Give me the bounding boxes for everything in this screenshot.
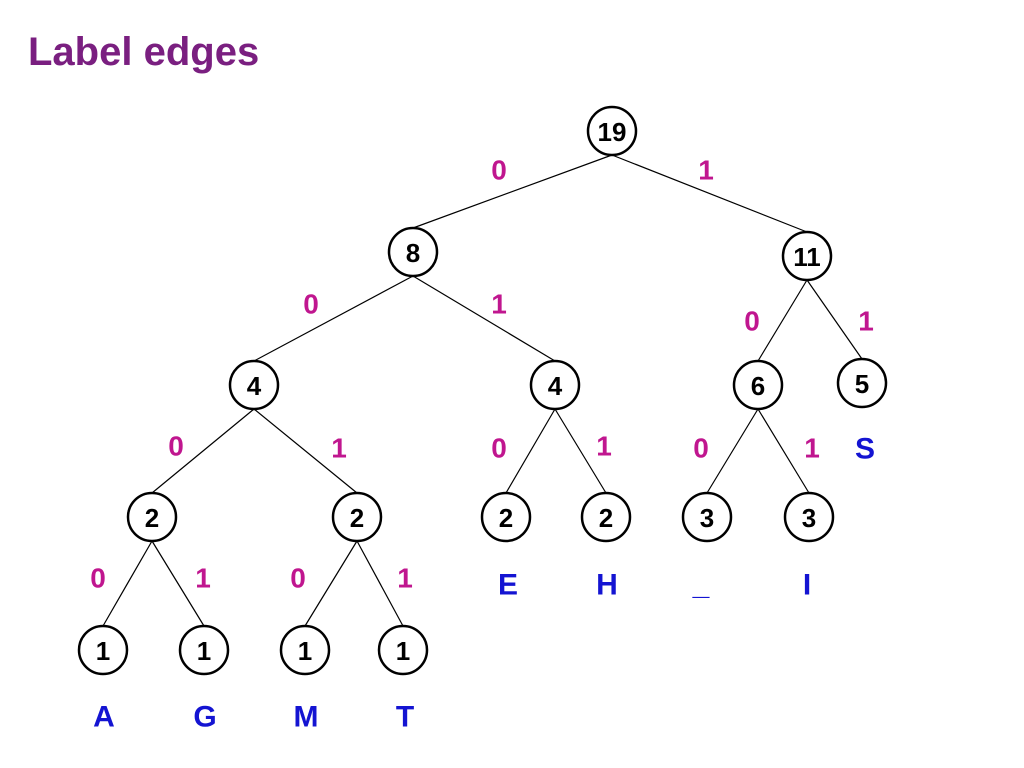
node-weight-n8: 8 <box>406 238 420 268</box>
tree-edge-n2b-nT <box>356 540 404 627</box>
leaf-symbol-nT: T <box>396 701 414 734</box>
node-weight-nSpace: 3 <box>700 503 714 533</box>
node-weight-nH: 2 <box>599 503 613 533</box>
tree-node-nG: 1 <box>178 624 230 676</box>
leaf-symbol-nSpace: _ <box>692 569 710 602</box>
tree-edge-n6-nSpace <box>706 408 759 494</box>
tree-node-nE: 2 <box>480 491 532 543</box>
leaf-symbol-nS: S <box>855 433 875 466</box>
node-weight-root: 19 <box>598 117 627 147</box>
node-weight-n2b: 2 <box>350 503 364 533</box>
node-weight-n11: 11 <box>793 242 821 272</box>
edges-layer <box>102 154 863 627</box>
node-circle-n11 <box>781 230 833 282</box>
node-circle-nG <box>178 624 230 676</box>
tree-node-nS: 5 <box>836 357 888 409</box>
tree-edge-n4b-nE <box>505 408 556 494</box>
tree-edge-n2a-nA <box>102 540 153 627</box>
node-circle-nH <box>580 491 632 543</box>
node-weight-n6: 6 <box>751 371 765 401</box>
tree-edge-root-n11 <box>611 154 808 233</box>
edge-labels-layer: 0 1 0 1 0 1 0 1 0 1 0 1 0 1 0 1 <box>90 155 874 594</box>
tree-edge-root-n8 <box>412 154 613 229</box>
edge-label-nS: 1 <box>858 306 874 337</box>
node-circle-nSpace <box>681 491 733 543</box>
edge-label-nE: 0 <box>491 433 507 464</box>
node-weight-nT: 1 <box>396 636 410 666</box>
tree-node-n6: 6 <box>732 359 784 411</box>
tree-node-n4a: 4 <box>228 359 280 411</box>
node-circle-n2b <box>331 491 383 543</box>
edge-label-nM: 0 <box>290 563 306 594</box>
leaf-symbol-nI: I <box>803 569 811 602</box>
edge-label-nA: 0 <box>90 563 106 594</box>
edge-label-n11: 1 <box>698 155 714 186</box>
node-circle-nT <box>377 624 429 676</box>
tree-node-n8: 8 <box>387 226 439 278</box>
node-weight-nS: 5 <box>855 369 869 399</box>
leaf-labels-layer: S E H _ I A G M T <box>93 433 875 734</box>
slide-title: Label edges <box>28 30 260 74</box>
edge-label-n8: 0 <box>491 155 507 186</box>
tree-edge-n4a-n2a <box>151 408 255 494</box>
node-circle-n8 <box>387 226 439 278</box>
leaf-symbol-nG: G <box>193 701 216 734</box>
edge-label-nI: 1 <box>804 433 820 464</box>
edge-label-nH: 1 <box>596 431 612 462</box>
tree-edge-n4a-n2b <box>253 408 358 494</box>
tree-node-root: 19 <box>586 105 638 157</box>
node-circle-n6 <box>732 359 784 411</box>
node-weight-n4b: 4 <box>548 371 563 401</box>
edge-label-nG: 1 <box>195 563 211 594</box>
node-weight-nI: 3 <box>802 503 816 533</box>
edge-label-n2b: 1 <box>331 433 347 464</box>
tree-node-nT: 1 <box>377 624 429 676</box>
node-circle-nI <box>783 491 835 543</box>
edge-label-n4b: 1 <box>491 289 507 320</box>
tree-edge-n2b-nM <box>304 540 358 627</box>
edge-label-n4a: 0 <box>303 289 319 320</box>
leaf-symbol-nE: E <box>498 569 518 602</box>
leaf-symbol-nA: A <box>93 701 115 734</box>
tree-node-n2a: 2 <box>126 491 178 543</box>
node-weight-nA: 1 <box>96 636 110 666</box>
node-circle-nA <box>77 624 129 676</box>
node-weight-n2a: 2 <box>145 503 159 533</box>
node-circle-n4a <box>228 359 280 411</box>
node-weight-nE: 2 <box>499 503 513 533</box>
edge-label-n2a: 0 <box>168 431 184 462</box>
node-weight-nG: 1 <box>197 636 211 666</box>
node-circle-nS <box>836 357 888 409</box>
tree-edge-n8-n4b <box>412 275 556 362</box>
tree-edge-n11-n6 <box>757 279 808 362</box>
leaf-symbol-nH: H <box>596 569 618 602</box>
edge-label-nT: 1 <box>397 563 413 594</box>
leaf-symbol-nM: M <box>294 701 319 734</box>
tree-edge-n4b-nH <box>554 408 607 494</box>
node-circle-nM <box>279 624 331 676</box>
tree-node-nM: 1 <box>279 624 331 676</box>
node-circle-nE <box>480 491 532 543</box>
edge-label-n6: 0 <box>744 306 760 337</box>
tree-edge-n8-n4a <box>253 275 414 362</box>
tree-node-n4b: 4 <box>529 359 581 411</box>
tree-node-nI: 3 <box>783 491 835 543</box>
tree-edge-n11-nS <box>806 279 863 360</box>
node-circle-root <box>586 105 638 157</box>
node-weight-nM: 1 <box>298 636 312 666</box>
tree-edge-n6-nI <box>757 408 810 494</box>
tree-node-nH: 2 <box>580 491 632 543</box>
tree-node-nA: 1 <box>77 624 129 676</box>
tree-node-n11: 11 <box>781 230 833 282</box>
node-weight-n4a: 4 <box>247 371 262 401</box>
node-circle-n4b <box>529 359 581 411</box>
node-circle-n2a <box>126 491 178 543</box>
tree-node-n2b: 2 <box>331 491 383 543</box>
tree-node-nSpace: 3 <box>681 491 733 543</box>
tree-edge-n2a-nG <box>151 540 205 627</box>
edge-label-nSpace: 0 <box>693 433 709 464</box>
